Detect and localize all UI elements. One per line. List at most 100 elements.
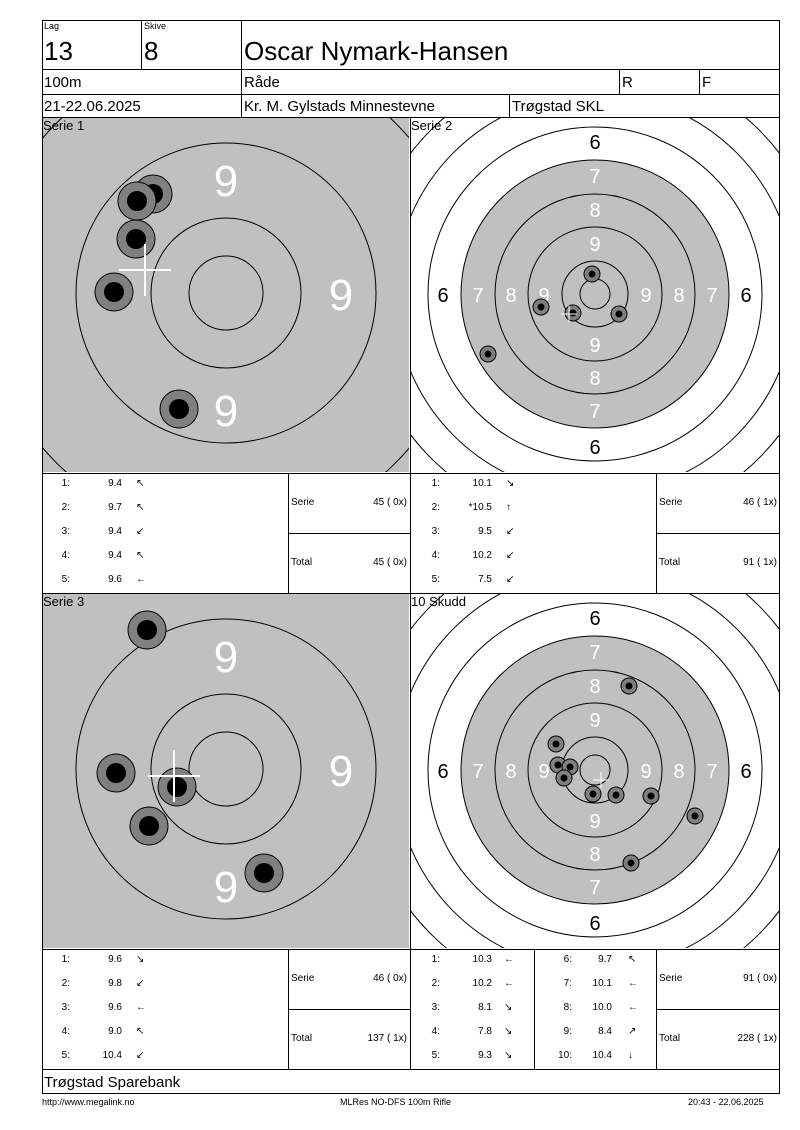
total-value: 91 ( 1x) [743,557,777,568]
direction-arrow-icon: ↙ [506,526,515,537]
direction-arrow-icon: ← [628,978,638,989]
sponsor-name: Trøgstad Sparebank [44,1074,181,1091]
date: 21-22.06.2025 [44,98,141,115]
shot-mark [159,389,199,429]
shot-mark [96,753,136,793]
shot-mark [555,769,573,787]
ring-number: 8 [673,761,684,783]
total-label: Total [659,557,681,568]
ring-number: 7 [472,285,483,307]
direction-arrow-icon: ← [504,978,514,989]
ring-number: 8 [589,676,600,698]
ring-number: 7 [706,761,717,783]
panel-title-2: Serie 2 [411,118,453,133]
panel-title-3: Serie 3 [43,594,85,609]
shot-mark [584,785,602,803]
event-name: Kr. M. Gylstads Minnestevne [244,98,435,115]
shot-mark [117,181,157,221]
lag-label: Lag [44,21,60,31]
direction-arrow-icon: ↓ [628,1050,633,1061]
ring-number: 7 [589,877,600,899]
direction-arrow-icon: ↖ [628,954,637,965]
serie-label: Serie [291,497,315,508]
ring-number: 8 [505,761,516,783]
footer-url[interactable]: http://www.megalink.no [42,1097,135,1107]
shot-mark [532,298,550,316]
ring-number: 9 [214,387,238,436]
direction-arrow-icon: ↘ [136,954,145,965]
direction-arrow-icon: ↘ [504,1002,513,1013]
club: Råde [244,74,280,91]
ring-number: 6 [589,437,600,459]
shot-mark [610,305,628,323]
ring-number: 8 [673,285,684,307]
direction-arrow-icon: ↖ [136,478,145,489]
mpi-cross [119,244,171,296]
direction-arrow-icon: ↙ [506,574,515,585]
direction-arrow-icon: ↖ [136,550,145,561]
direction-arrow-icon: ↖ [136,502,145,513]
target-serie-1: 9 9 9 [43,118,409,472]
total-label: Total [659,1033,681,1044]
target-serie-2: 6 6 6 6 7 7 7 7 8 8 8 8 9 9 9 9 [411,118,779,472]
ring-number: 6 [589,913,600,935]
r-label: R [622,74,633,91]
ring-number: 9 [214,863,238,912]
serie-value: 45 ( 0x) [373,497,407,508]
panel-title-4: 10 Skudd [411,594,466,609]
direction-arrow-icon: ↘ [504,1026,513,1037]
ring-number: 7 [589,166,600,188]
direction-arrow-icon: ↖ [136,1026,145,1037]
lag-value: 13 [44,36,73,66]
direction-arrow-icon: ← [136,1002,146,1013]
target-serie-3: 9 9 9 [43,594,409,948]
distance: 100m [44,74,82,91]
ring-number: 7 [706,285,717,307]
ring-number: 8 [505,285,516,307]
total-label: Total [291,1033,313,1044]
direction-arrow-icon: ↙ [136,1050,145,1061]
shot-mark [157,767,197,807]
ring-number: 9 [589,335,600,357]
ring-number: 7 [589,642,600,664]
shot-mark [116,219,156,259]
ring-number: 9 [589,710,600,732]
ring-number: 9 [329,271,353,320]
ring-number: 7 [589,401,600,423]
ring-number: 9 [538,285,549,307]
ring-number: 7 [472,761,483,783]
ring-number: 9 [589,811,600,833]
serie-value: 46 ( 0x) [373,973,407,984]
direction-arrow-icon: ↙ [136,978,145,989]
sponsor-frame [42,1069,780,1094]
shooter-name: Oscar Nymark-Hansen [244,36,509,66]
footer-timestamp: 20:43 - 22.06.2025 [688,1097,764,1107]
target-10-skudd: 6 6 6 6 7 7 7 7 8 8 8 8 9 9 9 9 [411,594,779,948]
shot-mark [127,610,167,650]
shot-mark [547,735,565,753]
serie-label: Serie [291,973,315,984]
shot-mark [622,854,640,872]
serie-value: 91 ( 0x) [743,973,777,984]
ring-number: 8 [589,844,600,866]
shot-mark [564,304,582,322]
shot-mark [642,787,660,805]
ring-number: 9 [214,633,238,682]
direction-arrow-icon: ↑ [506,502,511,513]
footer-system: MLRes NO-DFS 100m Rifle [340,1097,452,1107]
shot-mark [620,677,638,695]
ring-number: 9 [640,285,651,307]
total-label: Total [291,557,313,568]
serie-value: 46 ( 1x) [743,497,777,508]
direction-arrow-icon: ↗ [628,1026,637,1037]
shot-mark [94,272,134,312]
total-value: 228 ( 1x) [737,1033,777,1044]
ring-number: 6 [437,761,448,783]
skive-label: Skive [144,21,167,31]
direction-arrow-icon: ↙ [506,550,515,561]
shot-mark [244,853,284,893]
ring-number: 6 [437,285,448,307]
ring-number: 8 [589,368,600,390]
mpi-cross [561,306,577,322]
shot-mark [129,806,169,846]
